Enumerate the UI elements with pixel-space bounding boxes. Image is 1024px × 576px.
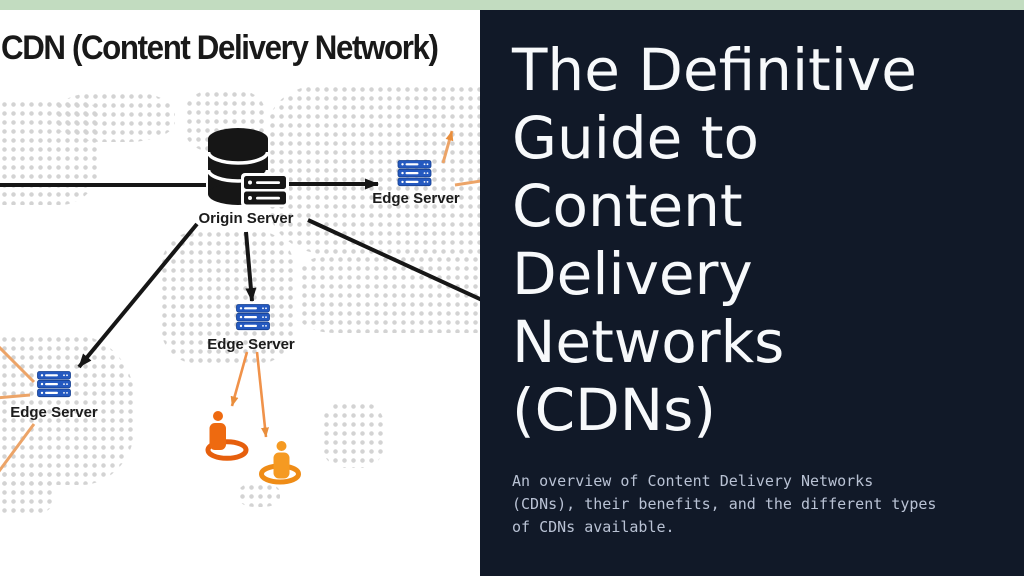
edge-server-label-right: Edge Server	[372, 190, 460, 207]
top-accent-bar	[0, 0, 1024, 10]
page-title: The Definitive Guide to Content Delivery…	[512, 36, 917, 444]
map-dots-africa	[160, 230, 295, 365]
person-location-icon-2	[259, 441, 301, 485]
edge-server-label-middle: Edge Server	[207, 336, 295, 353]
title-line-1: The Definitive	[512, 36, 917, 104]
subtitle-line-1: An overview of Content Delivery Networks	[512, 472, 874, 490]
arrow-edge-left-down	[0, 423, 36, 473]
edge-server-label-left: Edge Server	[10, 404, 98, 421]
arrow-edge-left-out	[0, 393, 31, 400]
map-dots-australia	[322, 402, 384, 468]
subtitle-line-2: (CDNs), their benefits, and the differen…	[512, 495, 937, 513]
edge-server-icon-left	[37, 371, 71, 398]
edge-server-icon-middle	[236, 304, 270, 331]
title-line-2: Guide to	[512, 104, 759, 172]
subtitle-line-3: of CDNs available.	[512, 518, 675, 536]
map-dots-south-america	[0, 335, 135, 485]
page-subtitle: An overview of Content Delivery Networks…	[512, 470, 936, 539]
arrow-origin-to-edge-middle	[244, 231, 257, 302]
arrow-edge-to-user-2	[255, 351, 269, 438]
title-line-5: Networks	[512, 308, 785, 376]
map-dots-south-asia	[300, 255, 480, 333]
database-server-icon	[206, 128, 289, 207]
map-dots-asia	[268, 85, 480, 255]
arrow-edge-left-up	[0, 345, 36, 384]
cdn-diagram-panel: CDN (Content Delivery Network)	[0, 10, 480, 576]
orange-user-arrows	[230, 351, 269, 438]
title-line-6: (CDNs)	[512, 376, 717, 444]
title-line-4: Delivery	[512, 240, 753, 308]
title-panel: The Definitive Guide to Content Delivery…	[480, 10, 1024, 576]
arrow-origin-to-edge-left	[77, 222, 199, 369]
map-dots-south-america-2	[0, 470, 55, 515]
arrow-origin-to-offscreen-right	[307, 218, 480, 302]
cdn-diagram-graphic	[0, 128, 480, 485]
origin-server-label: Origin Server	[198, 210, 294, 227]
arrow-edge-right-up	[441, 130, 454, 164]
edge-server-icon-right	[397, 160, 432, 187]
server-rack-icon	[241, 173, 289, 207]
arrow-edge-to-user-1	[230, 351, 249, 407]
black-arrows	[0, 178, 480, 369]
arrow-edge-right-out	[454, 179, 480, 187]
title-line-3: Content	[512, 172, 743, 240]
diagram-title: CDN (Content Delivery Network)	[1, 29, 439, 67]
person-location-icon-1	[205, 411, 249, 461]
orange-delivery-lines	[0, 130, 480, 473]
map-dots-north-america-2	[0, 100, 100, 205]
map-dots-islands	[238, 483, 280, 507]
